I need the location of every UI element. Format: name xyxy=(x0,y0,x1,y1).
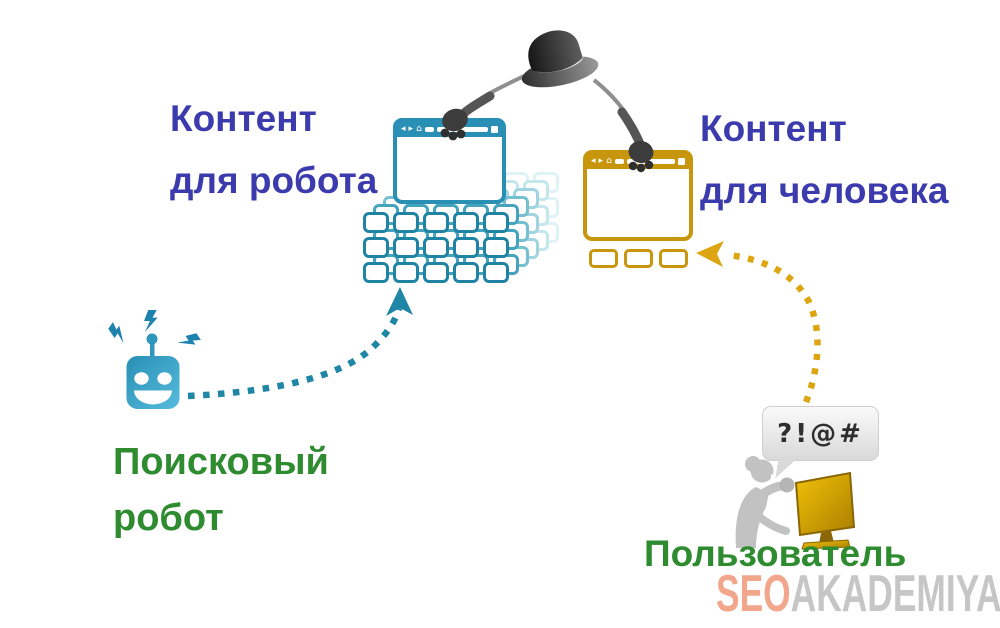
stack-page xyxy=(363,262,389,283)
stack-page xyxy=(453,237,479,258)
address-bar-segment xyxy=(424,127,434,132)
monitor-icon xyxy=(794,471,856,550)
human-content-label: Контент для человека xyxy=(700,98,948,222)
address-bar-segment xyxy=(614,159,624,164)
watermark-seo: SEO xyxy=(716,565,791,623)
user-label: Пользователь xyxy=(644,533,907,574)
speech-bubble-text: ?!@# xyxy=(777,418,864,449)
stack-page xyxy=(363,212,389,233)
mini-page xyxy=(659,249,688,268)
search-robot-line1: Поисковый xyxy=(113,441,329,483)
window-button-icon xyxy=(491,126,498,133)
stack-page xyxy=(483,212,509,233)
home-icon: ⌂ xyxy=(416,124,422,134)
search-robot-icon xyxy=(108,310,201,409)
stack-page xyxy=(393,237,419,258)
stack-page xyxy=(483,262,509,283)
forward-icon: ▸ xyxy=(598,156,604,166)
human-mini-pages xyxy=(589,249,688,268)
robot-content-line1: Контент xyxy=(170,98,317,139)
search-robot-label: Поисковый робот xyxy=(113,434,329,546)
stack-page xyxy=(393,212,419,233)
black-hat-right-arm xyxy=(592,78,654,173)
mini-page xyxy=(624,249,653,268)
black-hat-left-arm xyxy=(440,74,525,141)
black-hat-icon xyxy=(521,30,599,88)
home-icon: ⌂ xyxy=(606,156,612,166)
back-icon: ◂ xyxy=(401,124,406,134)
forward-icon: ▸ xyxy=(408,124,414,134)
user-arrow xyxy=(696,241,821,404)
stack-page xyxy=(363,237,389,258)
user-icon xyxy=(735,456,795,548)
human-content-line2: для человека xyxy=(700,170,949,211)
stack-page xyxy=(393,262,419,283)
speech-bubble: ?!@# xyxy=(762,406,879,461)
watermark: SEOAKADEMIYA xyxy=(716,568,1000,620)
window-button-icon xyxy=(678,158,685,165)
human-content-line1: Контент xyxy=(700,108,847,149)
stack-page xyxy=(453,212,479,233)
stack-page xyxy=(453,262,479,283)
watermark-akademiya: AKADEMIYA xyxy=(790,565,1000,623)
mini-page xyxy=(589,249,618,268)
robot-content-line2: для робота xyxy=(170,160,378,201)
stack-page xyxy=(423,262,449,283)
stack-page xyxy=(423,212,449,233)
back-icon: ◂ xyxy=(591,156,596,166)
address-bar xyxy=(436,127,488,132)
robot-content-label: Контент для робота xyxy=(170,88,377,212)
search-robot-line2: робот xyxy=(113,497,224,539)
robot-arrow xyxy=(187,287,413,400)
stack-page xyxy=(423,237,449,258)
stack-page xyxy=(483,237,509,258)
